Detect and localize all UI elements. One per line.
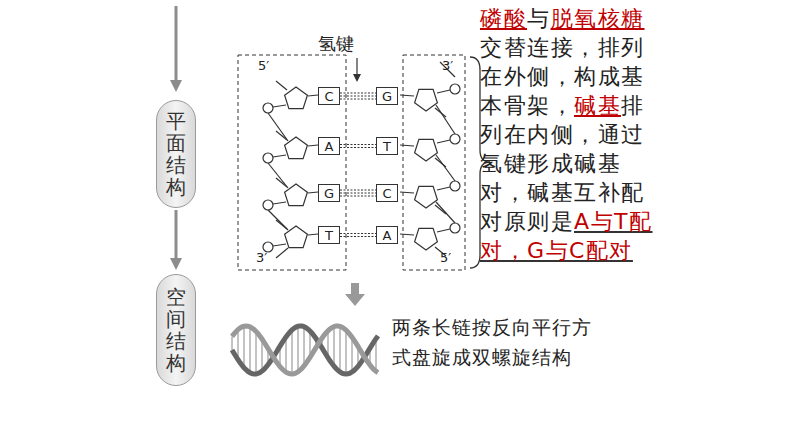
base-box: G	[376, 87, 398, 105]
explanation: 磷酸与脱氧核糖交替连接，排列在外侧，构成基本骨架，碱基排列在内侧，通过氢键形成碱…	[480, 4, 658, 265]
base-box: T	[376, 137, 398, 155]
base-letter: C	[382, 187, 391, 200]
key-term: G与C配对	[527, 238, 633, 263]
stage-pill: 空间结构	[156, 274, 196, 386]
hydrogen-bond	[340, 190, 376, 196]
base-box: G	[318, 184, 340, 202]
base-letter: A	[325, 140, 334, 153]
callout-label: 氢键	[318, 32, 354, 56]
hydrogen-bond	[340, 145, 376, 148]
key-term: 磷酸	[480, 6, 527, 31]
helix-description: 两条长链按反向平行方式盘旋成双螺旋结构	[392, 312, 604, 372]
strand-box	[238, 55, 346, 270]
base-letter: T	[325, 229, 333, 242]
base-letter: T	[383, 140, 391, 153]
base-box: T	[318, 226, 340, 244]
flow-arrow	[176, 210, 177, 264]
down-arrow	[345, 283, 365, 306]
base-letter: A	[383, 229, 392, 242]
base-letter: G	[382, 90, 392, 103]
backbone	[263, 62, 460, 258]
base-letter: G	[324, 187, 334, 200]
end-label: 3′	[256, 250, 267, 265]
base-box: A	[318, 137, 340, 155]
hydrogen-bond	[340, 93, 376, 99]
hydrogen-bond	[340, 234, 376, 237]
stage-title: 空间结构	[166, 286, 186, 374]
flow-arrow	[175, 6, 178, 86]
base-box: A	[376, 226, 398, 244]
stage-title: 平面结构	[166, 110, 186, 198]
leader-arrow	[356, 58, 357, 80]
end-label: 5′	[440, 250, 451, 265]
base-letter: C	[324, 90, 333, 103]
base-box: C	[376, 184, 398, 202]
key-term: 碱基	[574, 93, 621, 118]
stage-pill: 平面结构	[156, 100, 196, 208]
base-box: C	[318, 87, 340, 105]
body-text: 与	[527, 6, 551, 31]
end-label: 5′	[258, 58, 269, 73]
double-helix	[232, 326, 378, 374]
end-label: 3′	[442, 58, 453, 73]
strand-box	[403, 55, 465, 270]
key-term: 脱氧核糖	[551, 6, 645, 31]
